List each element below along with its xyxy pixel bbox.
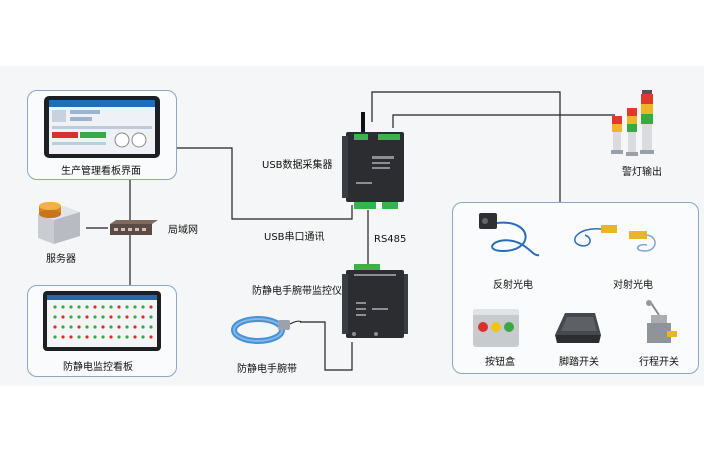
esd-board-label: 防静电监控看板 [63,362,133,373]
wrist-strap-label: 防静电手腕带 [237,364,297,375]
usb-collector-device [342,112,404,209]
network-switch-icon [110,220,158,235]
limit-switch-icon [646,300,677,343]
reflective-sensor-label: 反射光电 [493,280,533,291]
wrist-monitor-device [342,264,408,338]
server-label: 服务器 [46,254,76,265]
limit-switch-label: 行程开关 [639,357,679,368]
warning-light-label: 警灯输出 [622,167,662,178]
foot-switch-icon [555,313,601,343]
prod-board-panel: 生产管理看板界面 [27,90,177,180]
foot-switch-label: 脚踏开关 [559,357,599,368]
wrist-monitor-label: 防静电手腕带监控仪 [252,286,342,297]
usb-serial-label: USB串口通讯 [264,232,325,243]
esd-board-panel: 防静电监控看板 [27,285,177,377]
monitor-screen-image [43,291,161,351]
wrist-strap-icon [231,316,302,344]
button-box-icon [473,309,519,347]
rs485-label: RS485 [374,234,407,245]
reflective-sensor-icon [479,213,540,257]
button-box-label: 按钮盒 [485,357,515,368]
usb-collector-label: USB数据采集器 [262,160,333,171]
through-beam-sensor-icon [574,225,656,252]
tablet-image [44,96,160,158]
io-devices-panel: 反射光电 对射光电 按钮盒 脚踏开关 行程开关 [452,202,699,374]
prod-board-label: 生产管理看板界面 [61,166,141,177]
through-beam-sensor-label: 对射光电 [613,280,653,291]
warning-light-icon [611,90,654,156]
lan-label: 局域网 [168,225,198,236]
server-icon [38,202,80,244]
